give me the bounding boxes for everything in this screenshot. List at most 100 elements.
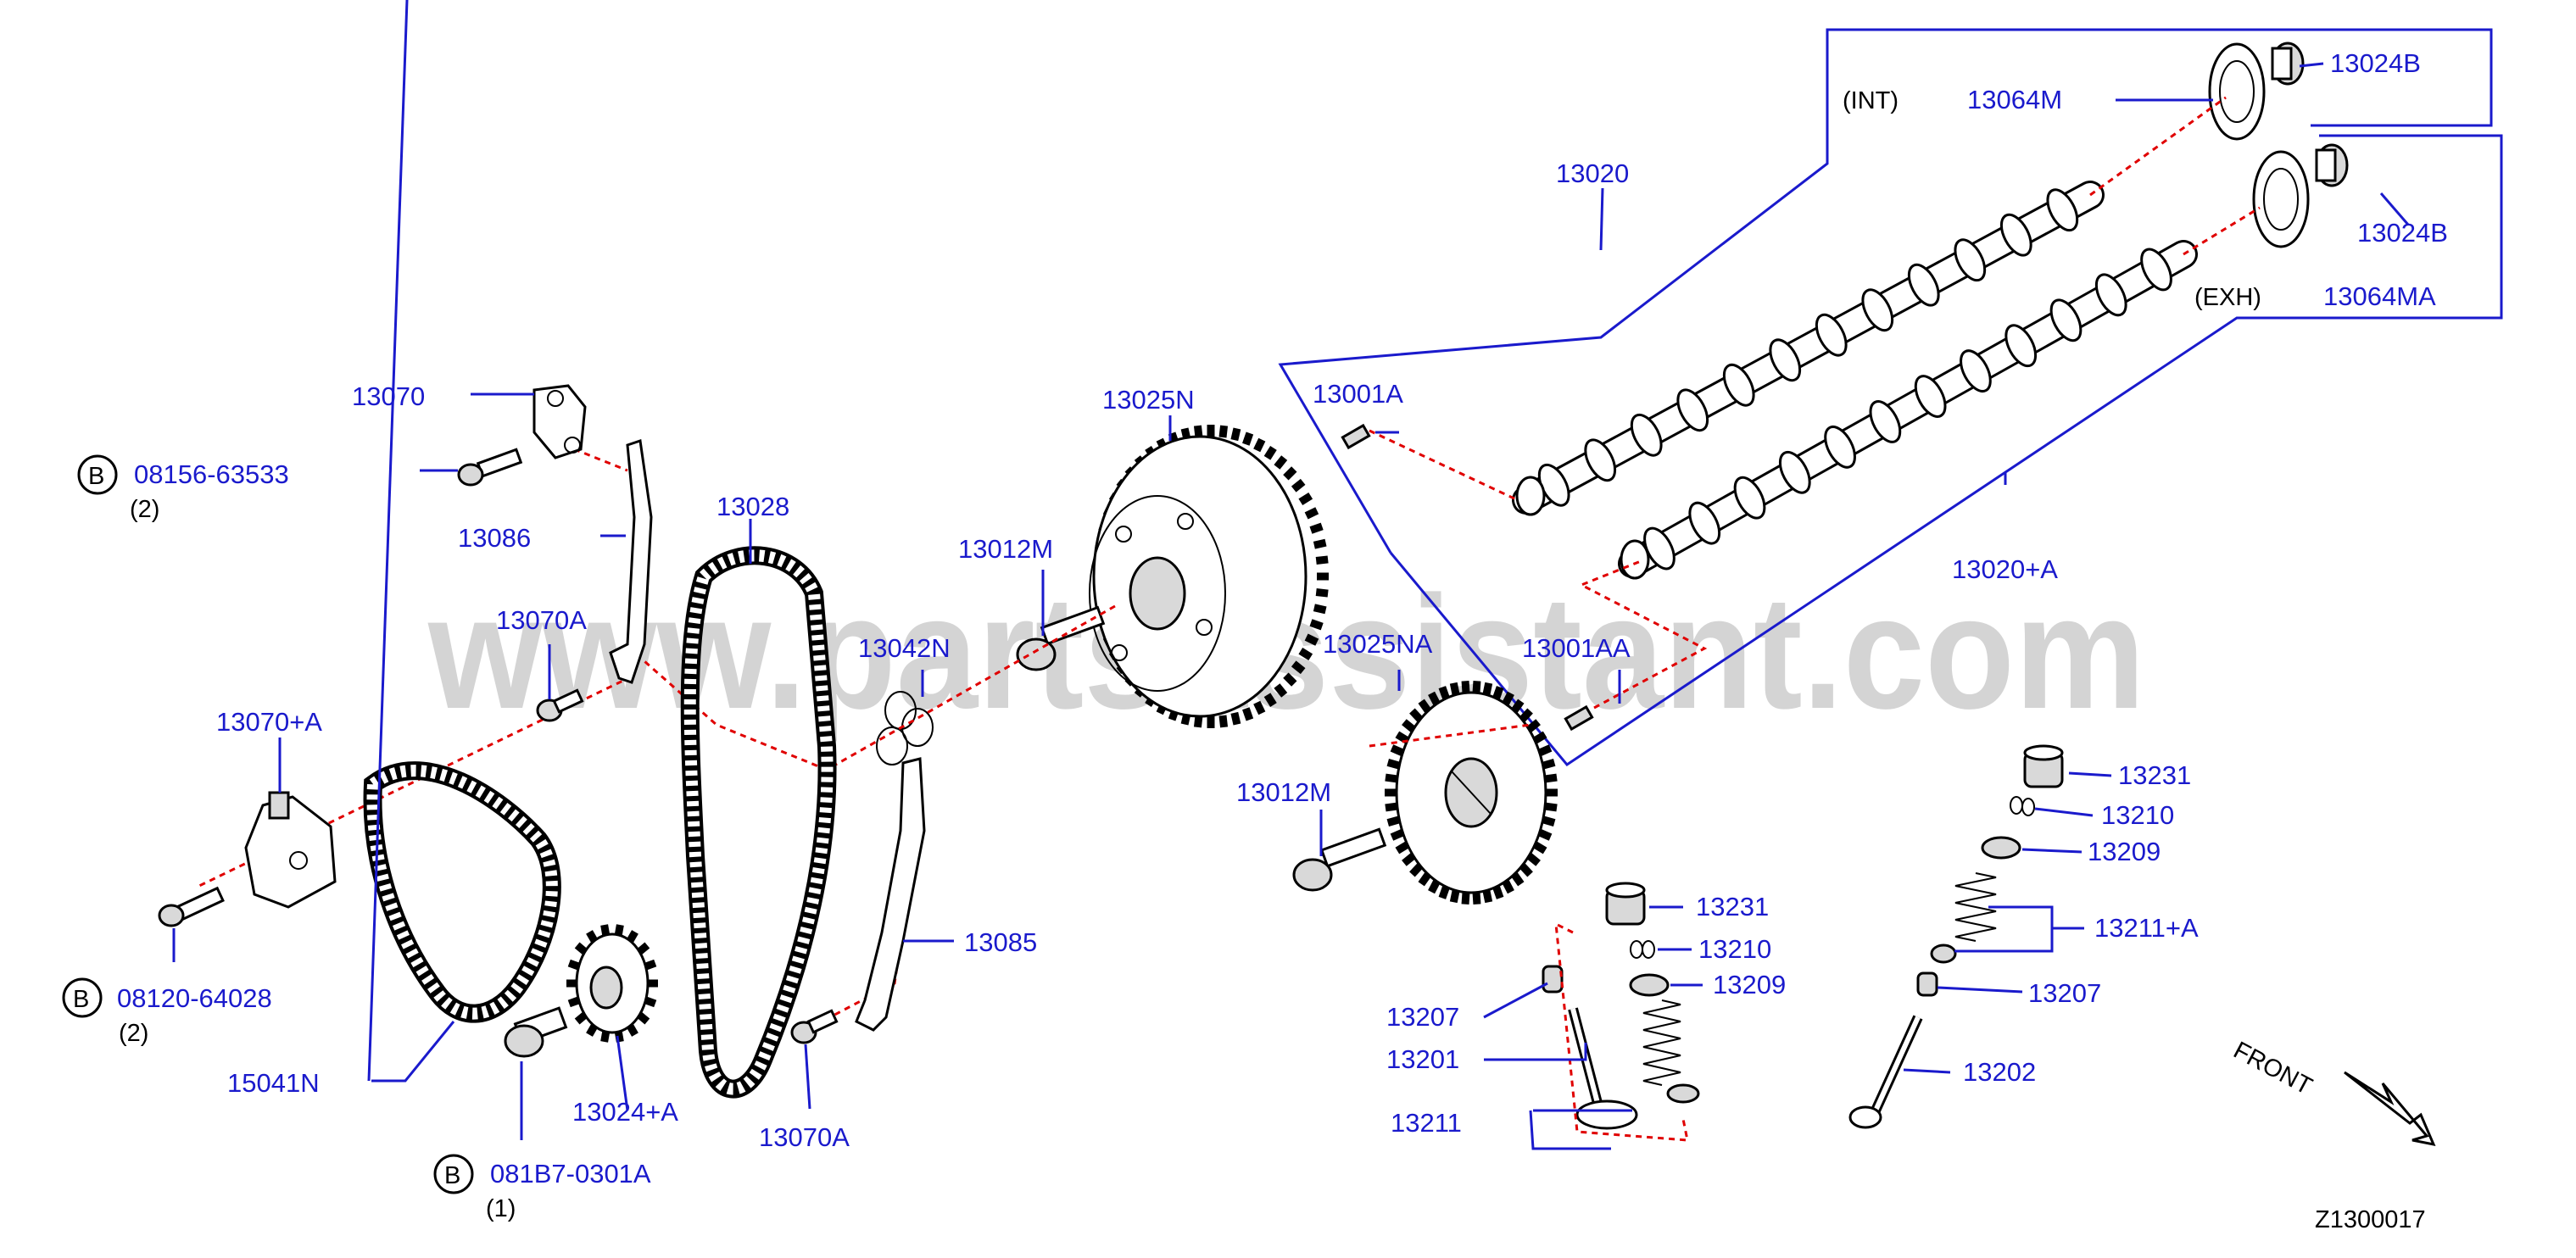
cam-lobe: [1914, 375, 1947, 418]
intake-sprocket-bolt[interactable]: [1016, 605, 1106, 671]
gear-tooth: [1313, 538, 1327, 549]
bolt-callout-2[interactable]: B 08120-64028 (2): [62, 977, 272, 1047]
label-13024b-top[interactable]: 13024B: [2330, 48, 2421, 78]
label-13064m[interactable]: 13064M: [1967, 85, 2062, 114]
lower-chain-tensioner[interactable]: [244, 791, 337, 909]
label-13210-left[interactable]: 13210: [1698, 934, 1771, 964]
label-13020a[interactable]: 13020+A: [1952, 554, 2058, 584]
lower-tensioner-bolt[interactable]: [158, 886, 225, 927]
intake-dowel-pin[interactable]: [1341, 423, 1371, 450]
label-15041n[interactable]: 15041N: [227, 1068, 320, 1098]
exhaust-signal-plate[interactable]: [2252, 150, 2310, 248]
assembly-line-intake: [1369, 429, 1519, 502]
gear-tooth: [1313, 604, 1327, 615]
cam-lobe: [2140, 248, 2172, 292]
valve-retainer-right[interactable]: [1981, 836, 2021, 860]
upper-chain-tensioner[interactable]: [532, 384, 587, 459]
gear-tooth: [567, 996, 581, 1008]
valve-collet-right[interactable]: [2010, 796, 2035, 816]
intake-signal-plate[interactable]: [2208, 42, 2266, 141]
label-13210-right[interactable]: 13210: [2101, 800, 2174, 830]
label-13201[interactable]: 13201: [1386, 1044, 1459, 1074]
intake-cam-sprocket[interactable]: [1089, 425, 1329, 728]
exhaust-cam-sprocket[interactable]: [1385, 681, 1558, 905]
chain-tension-guide[interactable]: [609, 439, 653, 684]
upper-tensioner-bolt[interactable]: [457, 448, 523, 487]
gear-tooth: [1274, 455, 1288, 470]
valve-lifter-right[interactable]: [2023, 744, 2064, 788]
label-13025n[interactable]: 13025N: [1102, 385, 1195, 415]
label-13025na[interactable]: 13025NA: [1323, 629, 1433, 659]
label-13024b-bottom[interactable]: 13024B: [2357, 218, 2448, 248]
label-13231-left[interactable]: 13231: [1696, 892, 1769, 921]
label-13001aa[interactable]: 13001AA: [1522, 633, 1631, 663]
chain-slack-guide[interactable]: [855, 757, 926, 1032]
bolt-quantity: (1): [486, 1195, 516, 1222]
intake-camshaft[interactable]: [1512, 181, 2105, 516]
gear-tooth: [1291, 478, 1306, 493]
bolt-part-number[interactable]: 08156-63533: [134, 459, 289, 489]
label-13070a-top[interactable]: 13070A: [496, 605, 587, 635]
label-13070pa[interactable]: 13070+A: [216, 707, 322, 737]
label-13211a[interactable]: 13211+A: [2094, 913, 2199, 943]
label-13085[interactable]: 13085: [964, 927, 1037, 957]
gear-tooth: [1542, 815, 1556, 827]
assembly-line-intake-plate: [2089, 96, 2227, 197]
label-13020[interactable]: 13020: [1556, 159, 1629, 188]
label-13070a-bottom[interactable]: 13070A: [759, 1122, 850, 1152]
label-13207-right[interactable]: 13207: [2028, 978, 2101, 1008]
pivot-bolt-lower[interactable]: [790, 1009, 839, 1044]
bolt-callout-3[interactable]: B 081B7-0301A (1): [433, 1154, 651, 1222]
valve-seal-left[interactable]: [1542, 965, 1564, 994]
valve-spring-left[interactable]: [1642, 999, 1681, 1086]
valve-spring-right[interactable]: [1954, 872, 1997, 942]
label-13086[interactable]: 13086: [458, 523, 531, 553]
gear-tooth: [644, 996, 657, 1008]
gear-tooth: [1409, 863, 1424, 877]
timing-chain-primary[interactable]: [680, 546, 837, 1099]
valve-seat-right[interactable]: [1930, 944, 1957, 964]
exhaust-sprocket-bolt[interactable]: [1292, 827, 1387, 892]
gear-tooth: [1438, 885, 1450, 899]
crank-bolt[interactable]: [504, 1006, 568, 1058]
label-13209-left[interactable]: 13209: [1713, 970, 1786, 999]
gear-tooth: [644, 959, 657, 971]
gear-tooth: [1472, 681, 1481, 693]
pivot-bolt-upper[interactable]: [536, 688, 584, 722]
crankshaft-sprocket[interactable]: [566, 924, 658, 1043]
label-13042n[interactable]: 13042N: [858, 633, 951, 663]
label-13070[interactable]: 13070: [352, 381, 425, 411]
valve-lifter-left[interactable]: [1605, 882, 1646, 926]
exhaust-camshaft[interactable]: [1618, 240, 2198, 580]
gear-tooth: [614, 924, 624, 936]
label-13024pa[interactable]: 13024+A: [572, 1097, 678, 1127]
intake-plug[interactable]: [2271, 42, 2305, 86]
label-13064ma[interactable]: 13064MA: [2323, 281, 2436, 311]
label-13231-right[interactable]: 13231: [2118, 760, 2191, 790]
gear-tooth: [1230, 427, 1241, 442]
label-13012m-top[interactable]: 13012M: [958, 534, 1053, 564]
gear-tooth: [1242, 707, 1254, 721]
label-13211[interactable]: 13211: [1391, 1108, 1462, 1138]
label-13028[interactable]: 13028: [716, 492, 789, 521]
timing-chain-secondary[interactable]: [363, 761, 561, 1023]
valve-seat-left[interactable]: [1666, 1083, 1700, 1104]
gear-tooth: [1298, 492, 1313, 506]
label-13202[interactable]: 13202: [1963, 1057, 2036, 1087]
exhaust-dowel-pin[interactable]: [1564, 704, 1594, 732]
gear-tooth: [1218, 425, 1229, 438]
valve-seal-right[interactable]: [1916, 971, 1938, 997]
valve-collet-left[interactable]: [1630, 940, 1655, 959]
bolt-callout-1[interactable]: B 08156-63533 (2): [77, 454, 289, 523]
label-13207-left[interactable]: 13207: [1386, 1002, 1459, 1032]
cam-lobe: [2046, 188, 2079, 232]
label-13209-right[interactable]: 13209: [2088, 837, 2161, 866]
label-13001a[interactable]: 13001A: [1313, 379, 1403, 409]
label-13012m-bottom[interactable]: 13012M: [1236, 777, 1331, 807]
exhaust-valve[interactable]: [1848, 1015, 1923, 1129]
gear-tooth: [1283, 466, 1297, 481]
bolt-part-number[interactable]: 081B7-0301A: [490, 1159, 651, 1188]
bolt-part-number[interactable]: 08120-64028: [117, 983, 272, 1013]
valve-retainer-left[interactable]: [1629, 973, 1670, 997]
exhaust-plug[interactable]: [2315, 143, 2349, 187]
